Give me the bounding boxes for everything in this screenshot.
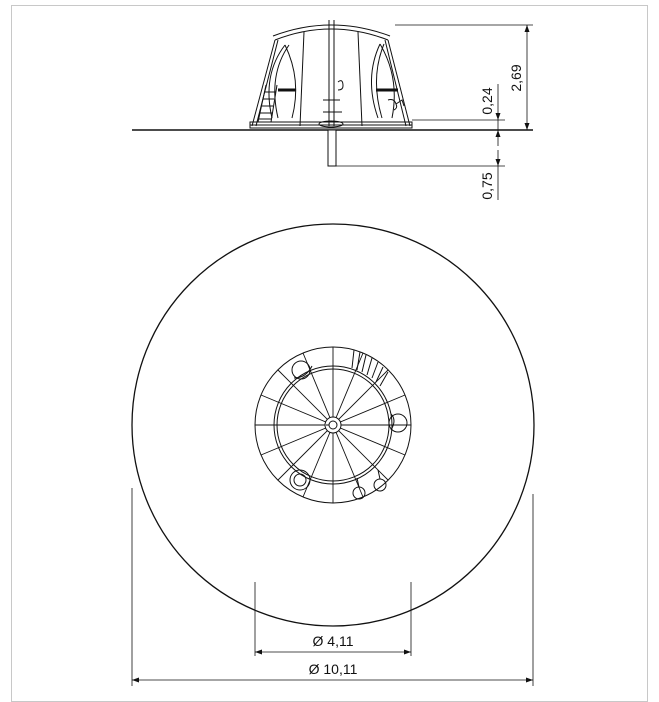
foundation-post (327, 129, 337, 167)
plan-view (131, 223, 535, 686)
left-ladder (257, 84, 278, 123)
label-outer-diameter: Ø 10,11 (309, 661, 358, 677)
plan-seat-right (388, 413, 408, 433)
dim-total-height (395, 24, 533, 130)
dim-outer-diameter (131, 488, 534, 686)
plan-ladder (351, 349, 389, 387)
label-total-height: 2,69 (508, 64, 524, 91)
centre-fittings (318, 80, 344, 128)
centre-hub (324, 416, 342, 434)
left-net-panel (268, 44, 297, 119)
plan-seat-top-left (291, 360, 313, 380)
cone-frame (249, 20, 413, 129)
safety-zone-circle (131, 223, 535, 627)
label-foundation-depth: 0,75 (479, 172, 495, 199)
right-seat-panel (370, 43, 405, 119)
label-inner-diameter: Ø 4,11 (313, 633, 354, 649)
dim-inner-diameter (254, 582, 412, 656)
dim-platform-height (412, 84, 505, 146)
label-platform-height: 0,24 (479, 87, 495, 114)
dim-foundation-depth (336, 150, 505, 200)
plan-seat-bottom-right (352, 469, 387, 500)
plan-seat-bottom-left (289, 469, 311, 491)
elevation-view (132, 20, 533, 200)
